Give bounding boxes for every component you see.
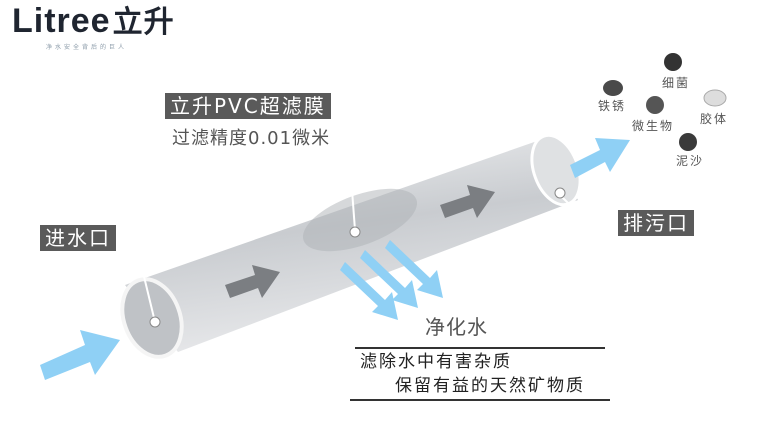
logo-tagline: 净水安全背后的巨人 (46, 44, 128, 51)
filter-precision: 过滤精度0.01微米 (172, 128, 331, 149)
colloid-label: 胶体 (700, 112, 729, 126)
logo-cn: 立升 (112, 6, 175, 39)
clean-water-label: 净化水 (425, 315, 488, 339)
sediment-label: 泥沙 (676, 154, 705, 168)
outlet-label: 排污口 (618, 210, 694, 236)
water-arrows (40, 138, 630, 380)
flow-arrows (225, 185, 495, 298)
inlet-label: 进水口 (40, 225, 116, 251)
membrane-tube (120, 133, 582, 359)
product-title: 立升PVC超滤膜 (165, 93, 331, 119)
microorganism-label: 微生物 (632, 119, 675, 133)
contaminant-particles (603, 53, 727, 151)
brand-logo: Litree立升 (12, 4, 175, 40)
logo-text: Litree (12, 2, 111, 40)
bacteria-label: 细菌 (662, 76, 691, 90)
rust-label: 铁锈 (598, 99, 627, 113)
benefit-1: 滤除水中有害杂质 (360, 352, 512, 372)
benefit-2: 保留有益的天然矿物质 (395, 376, 585, 396)
